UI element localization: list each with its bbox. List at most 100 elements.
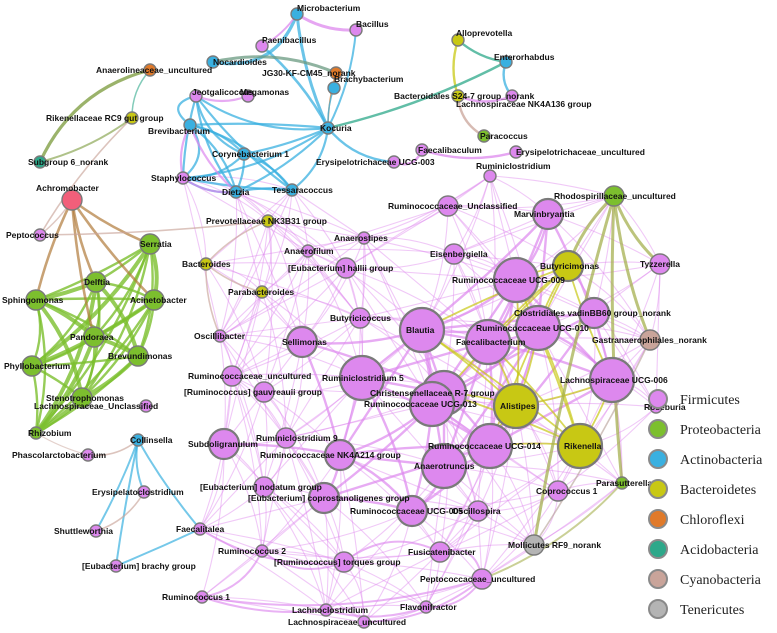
network-edge: [323, 496, 479, 512]
network-edge: [39, 117, 133, 236]
node-label-ruminococcaceae-ucg-013: Ruminococcaceae UCG-013: [364, 399, 477, 409]
network-edge: [182, 177, 221, 337]
node-label-nocardioides: Nocardioides: [213, 57, 267, 67]
node-subdoligranulum: [207, 427, 241, 461]
node-sphingomonas: [25, 289, 47, 311]
node-label-faecalibacterium: Faecalibacterium: [456, 337, 526, 347]
node-label-butyricicoccus: Butyricicoccus: [330, 313, 391, 323]
node-faecalibacterium: [464, 318, 512, 366]
node-label-acinetobacter: Acinetobacter: [130, 295, 187, 305]
node-label-paracoccus: Paracoccus: [480, 131, 528, 141]
network-edge: [223, 291, 263, 445]
network-edge: [201, 550, 263, 598]
node-alistipes: [492, 382, 540, 430]
network-edge: [421, 148, 517, 160]
network-edge: [38, 68, 151, 163]
network-edge: [95, 439, 139, 532]
node-label-butyricimonas: Butyricimonas: [540, 261, 599, 271]
node-label-delftia: Delftia: [84, 277, 110, 287]
node-parabacteroides: [255, 285, 269, 299]
network-edge: [34, 281, 98, 435]
node-ruminococcaceae-uncultured: [221, 365, 243, 387]
node-label-gastranaerophilales-norank: Gastranaerophilales_norank: [592, 335, 707, 345]
node-collinsella: [131, 433, 145, 447]
node-label-ruminococcus-gauvreauii-group: [Ruminococcus] gauvreauii group: [184, 387, 322, 397]
network-edge: [199, 437, 287, 530]
node-lachnospiraceae-unclassified: [139, 399, 153, 413]
node-ruminococcus-2: [255, 544, 269, 558]
network-edge: [219, 191, 238, 337]
node-corynebacterium-1: [237, 147, 251, 161]
node-anaerolineaceae-uncultured: [143, 63, 157, 77]
node-butyricicoccus: [349, 307, 371, 329]
legend-label-cyanobacteria: Cyanobacteria: [680, 573, 762, 588]
network-edge: [363, 175, 491, 239]
network-edge: [219, 237, 365, 337]
network-edge: [181, 95, 198, 179]
node-blautia: [398, 306, 446, 354]
node-pandoraea: [83, 326, 105, 348]
node-nocardioides: [206, 55, 220, 69]
node-lachnoclostridium: [319, 603, 333, 617]
node-label-anaerofilum: Anaerofilum: [284, 246, 334, 256]
node-label-rhodospirillaceae-uncultured: Rhodospirillaceae_uncultured: [554, 191, 676, 201]
node-label-jeotgalicoccus: Jeotgalicoccus: [192, 87, 254, 97]
network-edge: [261, 510, 413, 552]
node-tyzzerella: [649, 253, 671, 275]
node-label-peptococcaceae-uncultured: Peptococcaceae_uncultured: [420, 574, 535, 584]
node-label-ruminococcaceae-ucg-009: Ruminococcaceae UCG-009: [452, 275, 565, 285]
network-edge: [205, 262, 347, 269]
network-edge: [201, 550, 263, 598]
node-dietzia: [229, 185, 243, 199]
legend-swatch-actinobacteria: [648, 449, 668, 469]
node-mollicutes-rf9-norank: [523, 534, 545, 556]
network-edge: [115, 528, 201, 567]
node-label-bacteroides: Bacteroides: [182, 259, 231, 269]
legend-label-tenericutes: Tenericutes: [680, 603, 744, 618]
node-label-alloprevotella: Alloprevotella: [456, 28, 512, 38]
network-edge: [35, 299, 156, 434]
node-label-rhizobium: Rhizobium: [28, 428, 72, 438]
node-label-collinsella: Collinsella: [130, 435, 173, 445]
node-label-ruminococcaceae-uncultured: Ruminococcaceae_uncultured: [188, 371, 311, 381]
node-staphylococcus: [176, 171, 190, 185]
node-oscillospira: [467, 500, 489, 522]
node-label-eubacterium-hallii-group: [Eubacterium] hallii group: [288, 263, 393, 273]
node-label-rikenellaceae-rc9-gut-group: Rikenellaceae RC9 gut group: [46, 113, 164, 123]
legend-swatch-bacteroidetes: [648, 479, 668, 499]
network-edge: [481, 490, 559, 580]
node-label-ruminococcus-1: Ruminococcus 1: [162, 592, 230, 602]
node-brachybacterium: [327, 81, 341, 95]
node-label-shuttleworthia: Shuttleworthia: [54, 526, 113, 536]
node-label-serratia: Serratia: [140, 239, 172, 249]
network-edge: [205, 263, 221, 337]
network-edge: [323, 497, 427, 608]
network-edge: [70, 199, 155, 301]
network-edge: [81, 299, 156, 399]
node-brevundimonas: [127, 345, 149, 367]
node-peptococcus: [33, 228, 47, 242]
node-label-jg30-kf-cm45-norank: JG30-KF-CM45_norank: [262, 68, 356, 78]
network-edge: [194, 95, 237, 193]
node-rikenella: [556, 422, 604, 470]
node-label-anaerotruncus: Anaerotruncus: [414, 461, 475, 471]
network-edge: [231, 267, 347, 377]
network-edge: [263, 317, 361, 393]
node-erysipelotrichaceae-ucg-003: [387, 155, 401, 169]
node-serratia: [139, 233, 161, 255]
node-label-staphylococcus: Staphylococcus: [151, 173, 216, 183]
node-label-ruminococcaceae-ucg-005: Ruminococcaceae UCG-005: [350, 506, 463, 516]
node-label-alistipes: Alistipes: [500, 401, 536, 411]
network-edge: [70, 199, 96, 338]
node-ruminococcaceae-nk4a214-group: [323, 438, 357, 472]
node-ruminococcus-gauvreauii-group: [253, 381, 275, 403]
node-ruminococcaceae-unclassified: [437, 195, 459, 217]
node-gastranaerophilales-norank: [639, 329, 661, 351]
node-label-eubacterium-coprostanoligenes-group: [Eubacterium] coprostanoligenes group: [248, 493, 410, 503]
node-label-pandoraea: Pandoraea: [70, 332, 114, 342]
node-label-brachybacterium: Brachybacterium: [334, 74, 404, 84]
network-edge: [339, 454, 479, 512]
network-edge: [489, 175, 615, 197]
node-label-coprococcus-1: Coprococcus 1: [536, 486, 598, 496]
